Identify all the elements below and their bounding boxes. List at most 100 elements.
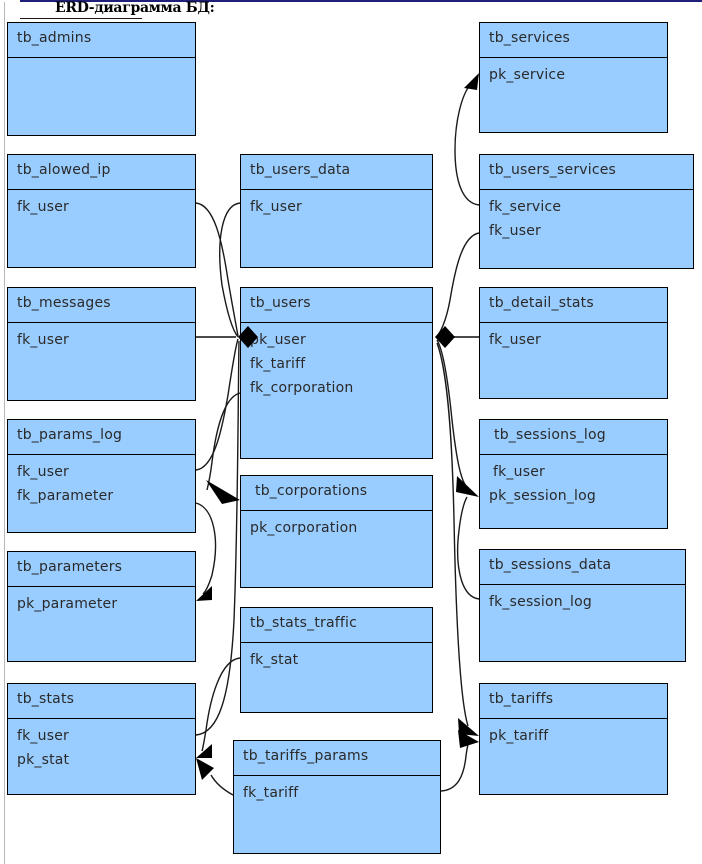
attribute: fk_user	[17, 199, 69, 215]
attribute: pk_tariff	[489, 728, 549, 744]
entity-attributes	[8, 58, 195, 63]
entity-attributes: fk_service fk_user	[480, 190, 693, 243]
entity-title: tb_tariffs	[480, 684, 667, 719]
attribute: pk_corporation	[250, 520, 358, 536]
attribute: fk_service	[489, 199, 562, 215]
attribute: fk_user	[489, 223, 541, 239]
entity-title: tb_detail_stats	[480, 288, 667, 323]
entity-tb-stats[interactable]: tb_stats fk_user pk_stat	[7, 683, 196, 795]
entity-title: tb_alowed_ip	[8, 155, 195, 190]
entity-title: tb_services	[480, 23, 667, 58]
arrow-head-stats	[196, 744, 212, 758]
entity-tb-params-log[interactable]: tb_params_log fk_user fk_parameter	[7, 419, 196, 533]
entity-title: tb_messages	[8, 288, 195, 323]
entity-attributes: fk_user	[480, 323, 667, 352]
entity-title: tb_stats_traffic	[241, 608, 432, 643]
page-margin-line	[4, 2, 5, 864]
link-users-tariffs	[436, 342, 469, 727]
link-alowed-ip-users	[195, 202, 239, 337]
link-params-log-parameters	[195, 502, 217, 595]
attribute: fk_user	[493, 464, 545, 480]
entity-attributes: fk_session_log	[480, 585, 685, 614]
entity-tb-messages[interactable]: tb_messages fk_user	[7, 287, 196, 401]
entity-tb-users[interactable]: tb_users pk_user fk_tariff fk_corporatio…	[240, 287, 433, 459]
entity-attributes: fk_tariff	[234, 776, 440, 805]
entity-tb-parameters[interactable]: tb_parameters pk_parameter	[7, 551, 196, 662]
arrow-head-services	[464, 73, 479, 90]
link-users-corporations	[206, 392, 241, 491]
entity-attributes: pk_corporation	[241, 511, 432, 540]
entity-tb-sessions-data[interactable]: tb_sessions_data fk_session_log	[479, 549, 686, 662]
entity-title: tb_users	[241, 288, 432, 323]
page-title: ERD-диаграмма БД:	[55, 0, 215, 16]
entity-title: tb_admins	[8, 23, 195, 58]
attribute: fk_user	[17, 332, 69, 348]
link-tariffs-params-tariffs	[440, 740, 470, 792]
entity-title: tb_params_log	[8, 420, 195, 455]
entity-attributes: pk_parameter	[8, 587, 195, 616]
link-users-sessions-log	[436, 339, 467, 487]
entity-tb-alowed-ip[interactable]: tb_alowed_ip fk_user	[7, 154, 196, 268]
entity-attributes: pk_service	[480, 58, 667, 87]
arrow-head-tariffs-b	[458, 730, 479, 748]
entity-title: tb_users_services	[480, 155, 693, 190]
entity-tb-users-data[interactable]: tb_users_data fk_user	[240, 154, 433, 268]
arrow-head-corporations	[206, 480, 240, 504]
link-stats-traffic-stats	[201, 657, 241, 752]
arrow-head-sessions-log	[456, 476, 479, 497]
attribute: pk_service	[489, 67, 566, 83]
attribute: fk_user	[17, 464, 69, 480]
attribute: pk_user	[250, 332, 306, 348]
entity-tb-users-services[interactable]: tb_users_services fk_service fk_user	[479, 154, 694, 269]
attribute: fk_user	[17, 728, 69, 744]
title-underline	[20, 18, 142, 19]
entity-title: tb_users_data	[241, 155, 432, 190]
entity-tb-detail-stats[interactable]: tb_detail_stats fk_user	[479, 287, 668, 399]
entity-attributes: fk_user	[241, 190, 432, 219]
entity-title: tb_sessions_data	[480, 550, 685, 585]
entity-tb-stats-traffic[interactable]: tb_stats_traffic fk_stat	[240, 607, 433, 713]
arrow-head-tariffs-params-left	[196, 758, 214, 780]
attribute: pk_parameter	[17, 596, 118, 612]
attribute: fk_user	[250, 199, 302, 215]
entity-attributes: fk_user pk_session_log	[480, 455, 667, 508]
entity-tb-services[interactable]: tb_services pk_service	[479, 22, 668, 133]
link-params-log-users	[195, 338, 239, 471]
attribute: fk_parameter	[17, 488, 114, 504]
arrow-head-parameters	[196, 586, 212, 601]
arrow-head-tariffs-a	[458, 718, 479, 736]
entity-title: tb_sessions_log	[480, 420, 667, 455]
entity-title: tb_tariffs_params	[234, 741, 440, 776]
entity-attributes: fk_stat	[241, 643, 432, 672]
attribute: fk_session_log	[489, 594, 593, 610]
entity-tb-tariffs-params[interactable]: tb_tariffs_params fk_tariff	[233, 740, 441, 854]
link-tariffs-params-left	[210, 774, 234, 796]
attribute: pk_stat	[17, 752, 70, 768]
attribute: fk_corporation	[250, 380, 354, 396]
entity-tb-sessions-log[interactable]: tb_sessions_log fk_user pk_session_log	[479, 419, 668, 529]
link-users-services-users	[436, 232, 480, 337]
entity-title: tb_stats	[8, 684, 195, 719]
attribute: fk_tariff	[243, 785, 299, 801]
link-users-data-users	[219, 202, 241, 338]
entity-attributes: pk_user fk_tariff fk_corporation	[241, 323, 432, 400]
entity-title: tb_parameters	[8, 552, 195, 587]
attribute: fk_user	[489, 332, 541, 348]
entity-attributes: pk_tariff	[480, 719, 667, 748]
entity-tb-corporations[interactable]: tb_corporations pk_corporation	[240, 475, 433, 588]
entity-tb-admins[interactable]: tb_admins	[7, 22, 196, 136]
link-users-services-services	[454, 84, 480, 206]
attribute: fk_tariff	[250, 356, 306, 372]
entity-title: tb_corporations	[241, 476, 432, 511]
attribute: fk_stat	[250, 652, 299, 668]
entity-tb-tariffs[interactable]: tb_tariffs pk_tariff	[479, 683, 668, 795]
diamond-users-right	[435, 326, 455, 348]
entity-attributes: fk_user	[8, 323, 195, 352]
link-stats-users	[195, 340, 240, 736]
link-sessions-data-sessions-log	[456, 496, 480, 600]
entity-attributes: fk_user	[8, 190, 195, 219]
top-rule	[20, 0, 702, 2]
entity-attributes: fk_user pk_stat	[8, 719, 195, 772]
attribute: pk_session_log	[489, 488, 596, 504]
